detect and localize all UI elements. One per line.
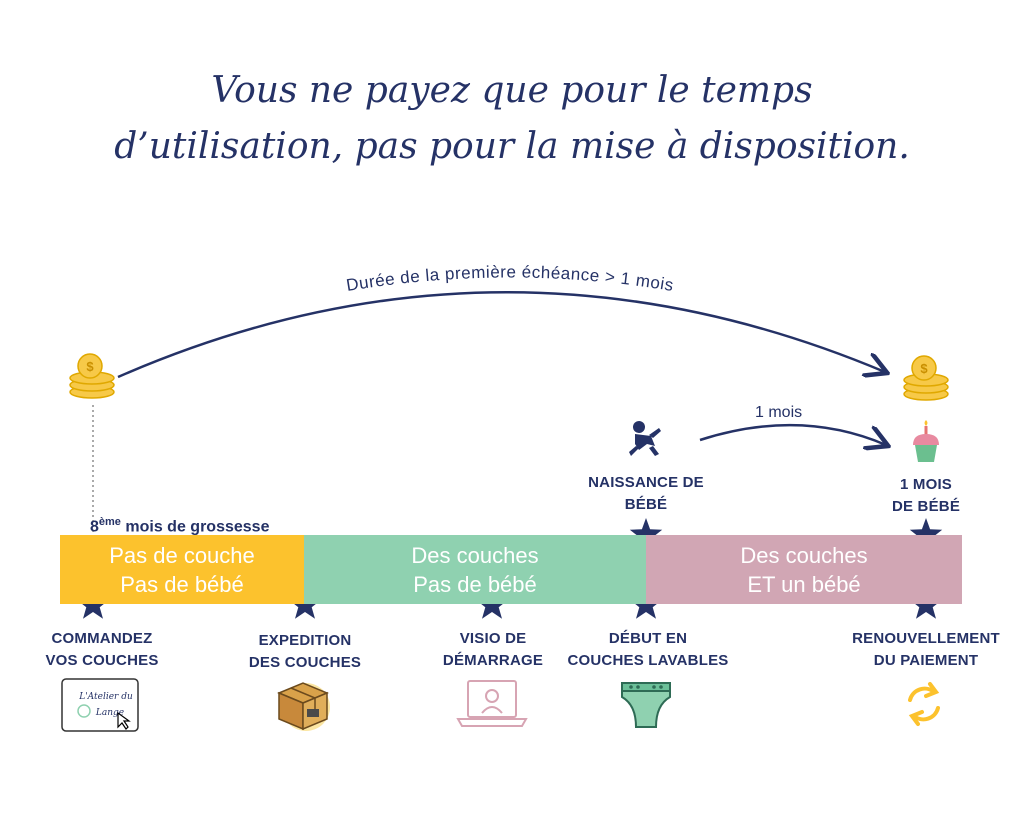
label-line: RENOUVELLEMENT [852,630,1000,647]
label-line: COUCHES LAVABLES [567,652,729,669]
step-renewal-label: RENOUVELLEMENT DU PAIEMENT [846,628,1006,672]
main-duration-arc [117,291,885,379]
star-marker [909,518,943,549]
label-line: EXPEDITION [258,632,352,649]
laptop-video-icon [456,680,528,727]
label-line: DÉBUT EN [608,630,688,647]
segment-diapers-no-baby: Des couches Pas de bébé [304,535,646,604]
pregnancy-note-text: mois de grossesse [125,518,270,536]
shop-logo-icon: L'Atelier du Lange [61,678,139,732]
coins-icon: $ [69,353,115,399]
segment-line: Pas de couche [109,542,255,568]
renew-arrows-icon [908,682,940,726]
coins-icon: $ [903,355,949,401]
segment-no-diaper-no-baby: Pas de couche Pas de bébé [60,535,304,604]
label-line: DE BÉBÉ [891,498,961,515]
parcel-box-icon [277,682,330,731]
step-start-cloth-label: DÉBUT EN COUCHES LAVABLES [560,628,736,672]
title-line-2: d’utilisation, pas pour la mise à dispos… [114,126,910,167]
pregnancy-ordinal: 8 [90,518,99,536]
cloth-diaper-icon [621,682,671,728]
segment-line: Pas de bébé [413,571,537,597]
star-marker [629,518,663,549]
segment-line: Des couches [411,542,539,568]
title-line-1: Vous ne payez que pour le temps [211,70,813,111]
step-shipping-label: EXPEDITION DES COUCHES [225,630,385,674]
segment-line: ET un bébé [747,571,861,597]
label-line: VISIO DE [459,630,527,647]
segment-line: Pas de bébé [120,571,244,597]
short-arc-label: 1 mois [755,404,803,421]
label-line: DES COUCHES [248,654,362,671]
svg-text:L'Atelier du: L'Atelier du [78,692,133,702]
svg-text:$: $ [920,361,928,376]
baby-icon [629,421,661,456]
svg-text:$: $ [86,359,94,374]
label-line: 1 MOIS [899,476,953,493]
segment-line: Des couches [740,542,868,568]
step-order-label: COMMANDEZ VOS COUCHES [22,628,182,672]
birth-label: NAISSANCE DE BÉBÉ [566,472,726,516]
one-month-baby-label: 1 MOIS DE BÉBÉ [866,474,986,518]
label-line: VOS COUCHES [45,652,159,669]
main-arc-label: Durée de la première échéance > 1 mois [345,262,675,294]
pregnancy-note: 8ème mois de grossesse [90,516,269,536]
label-line: BÉBÉ [624,496,668,513]
segment-diapers-and-baby: Des couches ET un bébé [646,535,962,604]
pregnancy-ordinal-suffix: ème [98,516,121,528]
label-line: COMMANDEZ [51,630,153,647]
svg-text:Lange: Lange [95,708,124,718]
birthday-cupcake-icon [913,420,939,462]
label-line: DU PAIEMENT [873,652,979,669]
one-month-arc [699,423,886,445]
label-line: NAISSANCE DE [588,474,704,491]
step-visio-label: VISIO DE DÉMARRAGE [413,628,573,672]
label-line: DÉMARRAGE [442,652,544,669]
